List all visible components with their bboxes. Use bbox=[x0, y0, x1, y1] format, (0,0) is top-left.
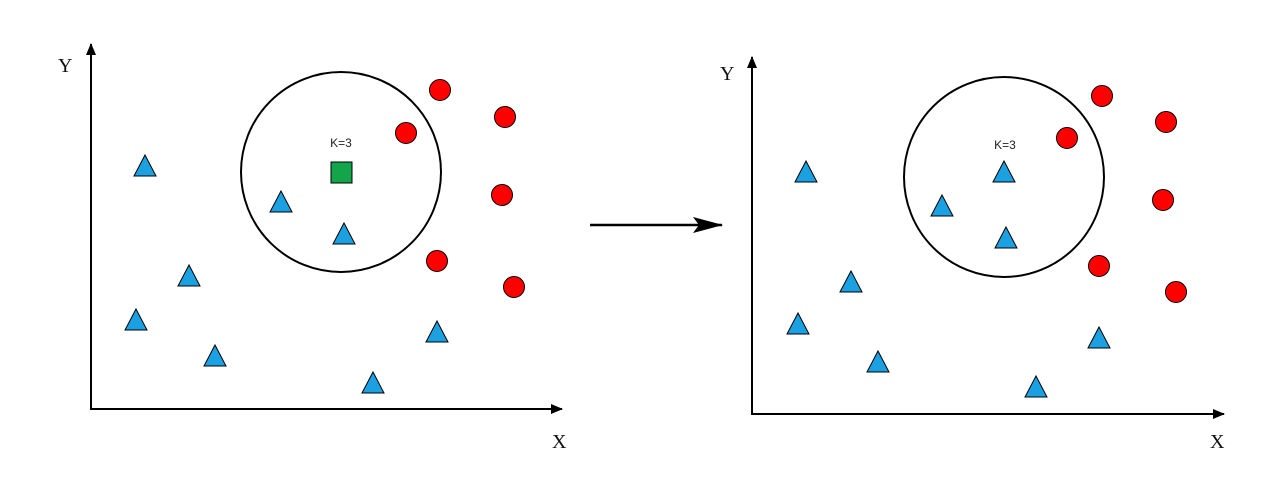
right-panel: Y X K=3 bbox=[720, 56, 1225, 453]
triangle-points bbox=[124, 153, 449, 394]
triangle-point bbox=[269, 189, 293, 213]
circle-point bbox=[1056, 127, 1078, 149]
circle-point bbox=[1155, 111, 1177, 133]
triangle-point bbox=[177, 263, 201, 287]
triangle-point bbox=[361, 370, 385, 394]
k-label: K=3 bbox=[330, 136, 352, 150]
circle-point bbox=[494, 106, 516, 128]
triangle-point bbox=[332, 221, 356, 245]
query-point-square bbox=[330, 161, 353, 184]
circle-point bbox=[426, 250, 448, 272]
classified-query-triangle bbox=[992, 159, 1016, 183]
circle-point bbox=[1152, 189, 1174, 211]
circle-point bbox=[429, 79, 451, 101]
triangle-point bbox=[994, 225, 1018, 249]
circle-points bbox=[395, 79, 525, 298]
y-axis-label: Y bbox=[58, 55, 72, 77]
triangle-point bbox=[425, 319, 449, 343]
k-neighborhood-circle bbox=[240, 71, 442, 273]
triangle-point bbox=[1024, 374, 1048, 398]
circle-point bbox=[491, 184, 513, 206]
triangle-point bbox=[124, 307, 148, 331]
left-panel: Y X K=3 bbox=[58, 43, 567, 453]
triangle-point bbox=[133, 153, 157, 177]
y-axis-label: Y bbox=[720, 63, 734, 85]
triangle-point bbox=[930, 193, 954, 217]
circle-point bbox=[1088, 255, 1110, 277]
triangle-points bbox=[786, 159, 1111, 398]
triangle-point bbox=[203, 343, 227, 367]
triangle-point bbox=[786, 311, 810, 335]
circle-point bbox=[503, 276, 525, 298]
circle-point bbox=[1165, 281, 1187, 303]
x-axis-label: X bbox=[552, 431, 567, 453]
k-label: K=3 bbox=[994, 138, 1016, 152]
circle-point bbox=[1091, 85, 1113, 107]
triangle-point bbox=[839, 269, 863, 293]
k-neighborhood-circle bbox=[903, 76, 1105, 278]
triangle-point bbox=[866, 349, 890, 373]
triangle-point bbox=[794, 159, 818, 183]
x-axis-label: X bbox=[1210, 431, 1225, 453]
circle-point bbox=[395, 122, 417, 144]
triangle-point bbox=[1087, 325, 1111, 349]
circle-points bbox=[1056, 85, 1187, 303]
